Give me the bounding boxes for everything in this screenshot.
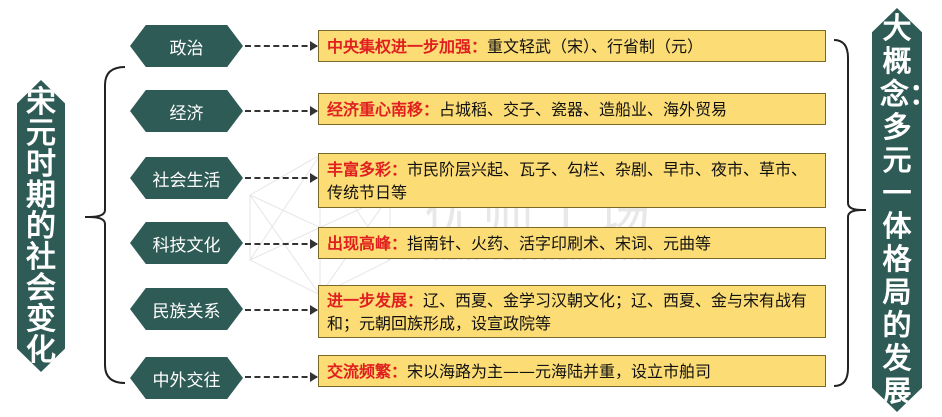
category-label: 政治: [169, 38, 204, 59]
content-text: 宋以海路为主——元海陆并重，设立市舶司: [407, 361, 712, 381]
left-title-text: 宋元时期的社会变化: [26, 84, 56, 368]
category-label: 科技文化: [152, 235, 221, 256]
left-title-banner: 宋元时期的社会变化: [17, 80, 65, 372]
arrow-head-icon: [310, 41, 318, 51]
highlight-text: 出现高峰：: [327, 233, 408, 253]
connector-arrow: [245, 110, 317, 112]
content-box-sci-tech-culture: 出现高峰：指南针、火药、活字印刷术、宋词、元曲等: [318, 227, 826, 259]
arrow-head-icon: [310, 173, 318, 183]
arrow-head-icon: [310, 106, 318, 116]
right-title-banner: 大概念：多元一体格局的发展: [872, 8, 922, 412]
connector-arrow: [245, 177, 317, 179]
highlight-text: 经济重心南移：: [327, 99, 440, 119]
content-text: 辽、西夏、金学习汉朝文化；辽、西夏、金与宋有战有和；元朝回族形成，设宣政院等: [327, 290, 808, 333]
connector-arrow: [245, 309, 317, 311]
category-label: 经济: [169, 103, 204, 124]
right-brace: [833, 39, 866, 387]
category-economy: 经济: [130, 90, 243, 132]
content-text: 指南针、火药、活字印刷术、宋词、元曲等: [407, 233, 712, 253]
category-label: 中外交往: [152, 370, 221, 391]
left-brace: [85, 66, 126, 384]
content-box-foreign-exchange: 交流频繁：宋以海路为主——元海陆并重，设立市舶司: [318, 355, 826, 387]
category-sci-tech-culture: 科技文化: [130, 222, 243, 264]
highlight-text: 中央集权进一步加强：: [327, 36, 488, 56]
arrow-head-icon: [310, 239, 318, 249]
highlight-text: 丰富多彩：: [327, 159, 408, 179]
connector-arrow: [245, 45, 317, 47]
highlight-text: 进一步发展：: [327, 290, 424, 310]
category-foreign-exchange: 中外交往: [130, 357, 243, 399]
highlight-text: 交流频繁：: [327, 361, 408, 381]
arrow-head-icon: [310, 372, 318, 382]
content-box-politics: 中央集权进一步加强：重文轻武（宋）、行省制（元）: [318, 30, 826, 62]
arrow-head-icon: [310, 305, 318, 315]
connector-arrow: [245, 376, 317, 378]
content-box-ethnic-relations: 进一步发展：辽、西夏、金学习汉朝文化；辽、西夏、金与宋有战有和；元朝回族形成，设…: [318, 285, 826, 338]
content-text: 占城稻、交子、瓷器、造船业、海外贸易: [439, 99, 728, 119]
category-politics: 政治: [130, 25, 243, 67]
category-label: 社会生活: [152, 170, 221, 191]
connector-arrow: [245, 243, 317, 245]
content-box-economy: 经济重心南移：占城稻、交子、瓷器、造船业、海外贸易: [318, 93, 826, 125]
content-text: 重文轻武（宋）、行省制（元）: [487, 36, 704, 56]
category-label: 民族关系: [152, 301, 221, 322]
content-text: 市民阶层兴起、瓦子、勾栏、杂剧、早市、夜市、草市、传统节日等: [327, 159, 808, 202]
category-social-life: 社会生活: [130, 157, 243, 199]
right-title-text: 大概念：多元一体格局的发展: [880, 11, 939, 408]
category-ethnic-relations: 民族关系: [130, 288, 243, 330]
content-box-social-life: 丰富多彩：市民阶层兴起、瓦子、勾栏、杂剧、早市、夜市、草市、传统节日等: [318, 153, 826, 208]
